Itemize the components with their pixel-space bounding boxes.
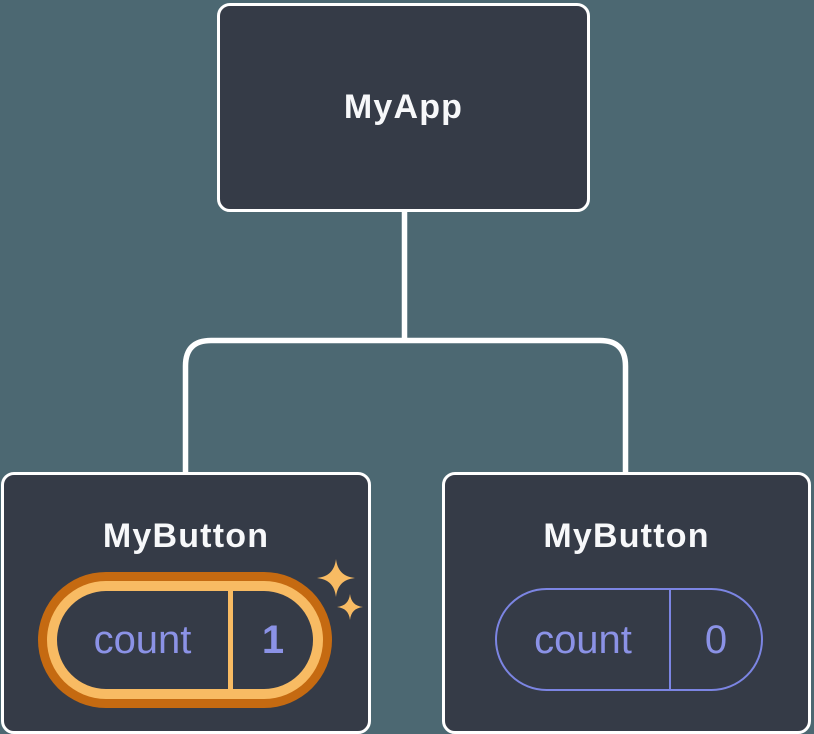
state-name-label: count bbox=[93, 618, 192, 662]
connector-branch bbox=[182, 337, 629, 474]
node-myapp: MyApp bbox=[217, 3, 590, 212]
state-name-label: count bbox=[534, 617, 632, 662]
sparkle-large bbox=[317, 559, 355, 597]
state-pill-divider bbox=[228, 591, 233, 689]
state-pill-divider bbox=[669, 590, 671, 689]
state-pill-highlight-ring: count 1 bbox=[38, 572, 332, 708]
sparkle-icon bbox=[317, 559, 363, 620]
node-label: MyButton bbox=[543, 517, 710, 555]
state-pill: count 1 bbox=[57, 591, 313, 689]
state-pill-highlight-ring-inner: count 1 bbox=[47, 581, 323, 699]
node-label: MyButton bbox=[102, 517, 270, 555]
node-mybutton-right: MyButton count 0 bbox=[442, 472, 811, 734]
state-pill: count 0 bbox=[495, 588, 763, 691]
sparkle-small bbox=[337, 594, 363, 620]
state-value: 0 bbox=[704, 617, 728, 662]
node-mybutton-left: MyButton count 1 bbox=[1, 472, 371, 734]
node-label: MyApp bbox=[343, 88, 464, 127]
state-value: 1 bbox=[261, 618, 285, 662]
